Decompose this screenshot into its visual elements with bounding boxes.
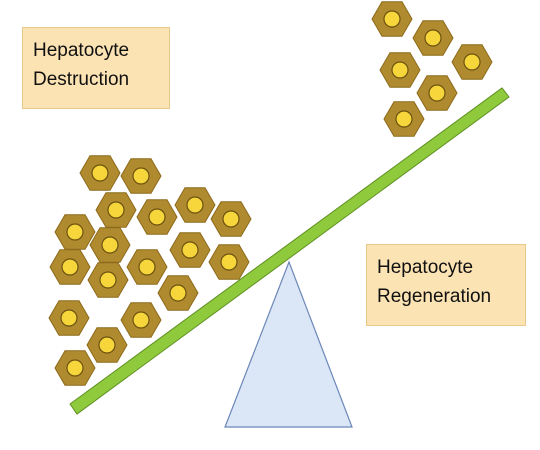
hepatocyte-cell xyxy=(79,155,121,191)
hepatocyte-cell xyxy=(208,244,250,280)
hepatocyte-cell xyxy=(120,158,162,194)
hepatocyte-cell xyxy=(87,262,129,298)
hepatocyte-cell xyxy=(49,249,91,285)
hepatocyte-cell xyxy=(412,20,454,56)
hepatocyte-cell xyxy=(157,275,199,311)
hepatocyte-cell xyxy=(371,1,413,37)
hepatocyte-cell xyxy=(120,302,162,338)
hepatocyte-cell xyxy=(169,232,211,268)
hepatocyte-cell xyxy=(451,44,493,80)
regeneration-cell-cluster xyxy=(371,1,493,137)
hepatocyte-cell xyxy=(89,227,131,263)
hepatocyte-cell xyxy=(416,75,458,111)
regeneration-label-line1: Hepatocyte xyxy=(377,257,474,278)
hepatocyte-cell xyxy=(86,327,128,363)
hepatocyte-cell xyxy=(48,300,90,336)
hepatocyte-cell xyxy=(54,214,96,250)
destruction-label-line1: Hepatocyte xyxy=(33,40,130,61)
fulcrum-triangle xyxy=(224,260,353,428)
hepatocyte-cell xyxy=(383,101,425,137)
destruction-label-box: Hepatocyte Destruction xyxy=(22,27,170,109)
destruction-cell-cluster xyxy=(48,155,252,386)
hepatocyte-cell xyxy=(126,249,168,285)
seesaw-beam xyxy=(69,87,510,415)
hepatocyte-cell xyxy=(379,52,421,88)
hepatocyte-cell xyxy=(95,192,137,228)
hepatocyte-cell xyxy=(54,350,96,386)
destruction-label-line2: Destruction xyxy=(33,69,130,90)
hepatocyte-cell xyxy=(210,201,252,237)
hepatocyte-cell xyxy=(174,187,216,223)
regeneration-label-line2: Regeneration xyxy=(377,286,492,307)
hepatocyte-cell xyxy=(136,199,178,235)
regeneration-label-box: Hepatocyte Regeneration xyxy=(366,244,526,326)
